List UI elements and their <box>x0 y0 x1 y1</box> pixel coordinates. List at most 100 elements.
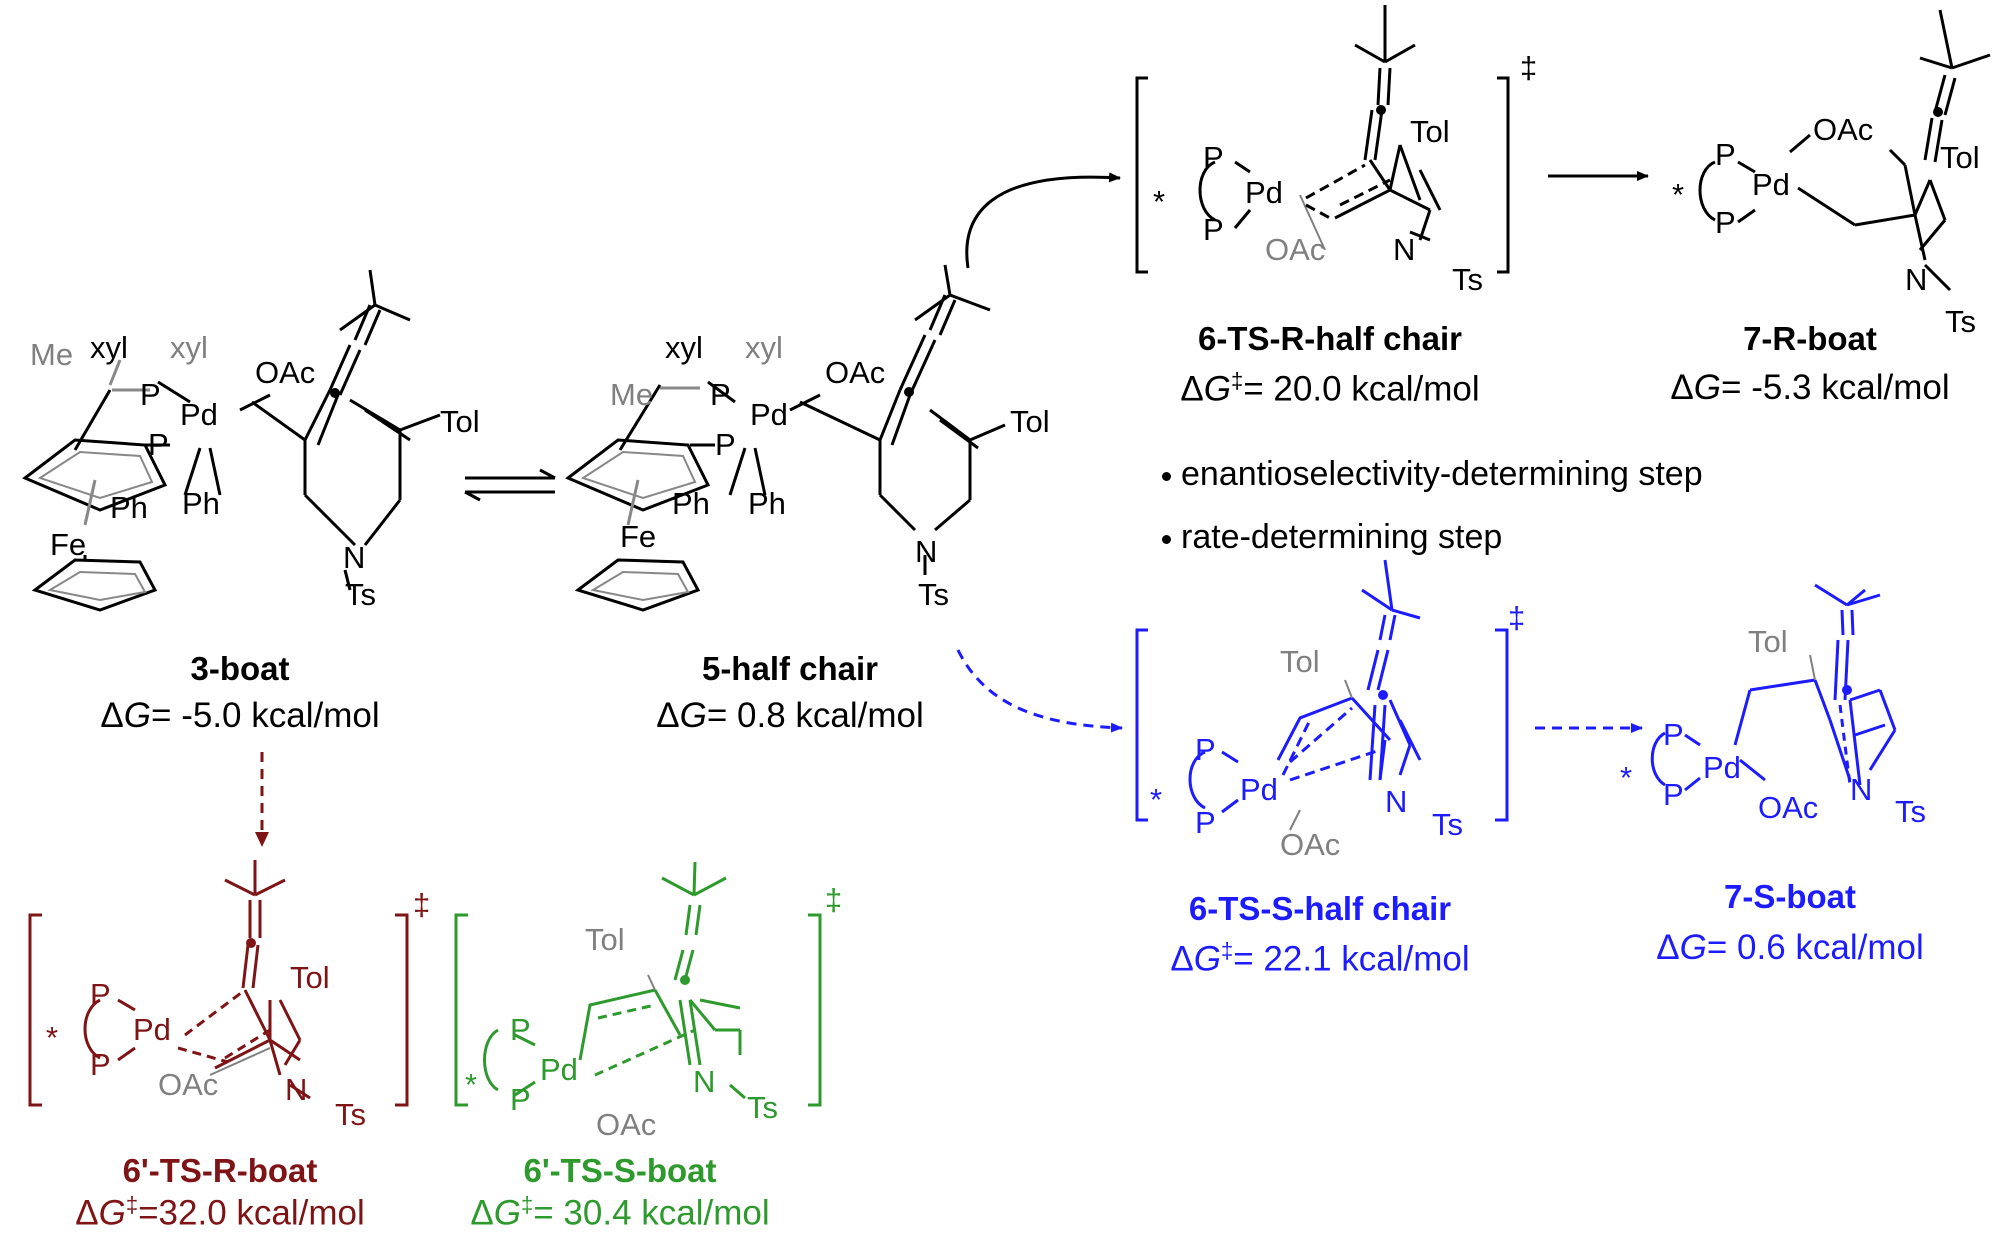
label-star: * <box>1150 782 1162 817</box>
label-n: N <box>1905 262 1927 297</box>
label-pd: Pd <box>1752 167 1790 202</box>
label-p: P <box>715 427 736 462</box>
label-me: Me <box>610 377 653 412</box>
label-ts: Ts <box>918 577 949 612</box>
energy-number: = 20.0 kcal/mol <box>1243 369 1480 409</box>
compound-name: 7-S-boat <box>1724 878 1856 915</box>
delta-symbol: Δ <box>100 696 124 735</box>
label-tol: Tol <box>440 404 480 439</box>
caption-7-s-boat: 7-S-boat ΔG= 0.6 kcal/mol <box>1620 878 1960 968</box>
delta-symbol: Δ <box>1170 939 1194 979</box>
label-n: N <box>343 540 365 575</box>
label-pd: Pd <box>540 1052 578 1087</box>
label-tol: Tol <box>290 960 330 995</box>
label-n: N <box>285 1072 307 1107</box>
label-p: P <box>510 1012 531 1047</box>
note-rate-determining: rate-determining step <box>1162 518 1502 557</box>
delta-symbol: Δ <box>1656 928 1680 967</box>
label-ts: Ts <box>1895 794 1926 829</box>
structure-7-r-boat <box>1698 9 1991 292</box>
label-p: P <box>1195 732 1216 767</box>
note-enantioselectivity: enantioselectivity-determining step <box>1162 455 1703 494</box>
label-oac: OAc <box>1265 232 1325 267</box>
label-star: * <box>46 1020 58 1055</box>
energy-value: ΔG‡= 30.4 kcal/mol <box>460 1192 780 1234</box>
compound-name: 3-boat <box>190 650 290 687</box>
label-ph: Ph <box>110 490 148 525</box>
label-n: N <box>1850 772 1872 807</box>
compound-name: 5-half chair <box>701 650 879 687</box>
curved-arrow-to-6-ts-r <box>965 172 1121 269</box>
label-ts: Ts <box>747 1090 778 1125</box>
label-xyl: xyl <box>90 330 128 365</box>
label-double-dagger: ‡ <box>825 882 842 917</box>
delta-symbol: Δ <box>1180 369 1204 409</box>
label-xyl: xyl <box>745 330 783 365</box>
label-tol: Tol <box>585 922 625 957</box>
note-text: rate-determining step <box>1181 518 1503 556</box>
label-p: P <box>90 977 111 1012</box>
allene-dot <box>1933 107 1943 117</box>
structure-6-ts-s-labels: ‡ Tol * P Pd P OAc N Ts <box>1150 600 1525 862</box>
structure-3-boat <box>22 269 441 612</box>
label-tol: Tol <box>1940 140 1980 175</box>
label-ts: Ts <box>335 1097 366 1132</box>
structure-7-s-boat <box>1650 583 1897 792</box>
double-dagger-symbol: ‡ <box>1221 938 1234 963</box>
label-p: P <box>1663 717 1684 752</box>
allene-dot <box>1842 685 1852 695</box>
caption-6p-ts-r-boat: 6'-TS-R-boat ΔG‡=32.0 kcal/mol <box>60 1152 380 1234</box>
delta-symbol: Δ <box>656 696 680 735</box>
label-oac: OAc <box>1813 112 1873 147</box>
dashed-arrow-to-6-ts-s <box>956 649 1123 733</box>
double-dagger-symbol: ‡ <box>521 1192 534 1217</box>
label-p: P <box>710 377 731 412</box>
label-tol: Tol <box>1748 624 1788 659</box>
label-ts: Ts <box>1945 304 1976 339</box>
caption-6-ts-r-half-chair: 6-TS-R-half chair ΔG‡= 20.0 kcal/mol <box>1160 320 1500 410</box>
g-symbol: G <box>679 696 707 735</box>
label-xyl: xyl <box>170 330 208 365</box>
label-star: * <box>1620 760 1632 795</box>
label-tol: Tol <box>1280 644 1320 679</box>
label-tol: Tol <box>1010 404 1050 439</box>
allene-dot <box>330 388 340 398</box>
g-symbol: G <box>123 696 152 735</box>
label-oac: OAc <box>1280 827 1340 862</box>
allene-dot <box>904 387 914 397</box>
energy-number: = -5.3 kcal/mol <box>1721 368 1950 407</box>
structure-6-ts-s-half-chair <box>1135 559 1509 831</box>
compound-name: 6'-TS-R-boat <box>122 1152 318 1189</box>
energy-value: ΔG= -5.3 kcal/mol <box>1640 368 1980 408</box>
energy-value: ΔG= 0.8 kcal/mol <box>590 696 990 736</box>
label-star: * <box>465 1067 477 1102</box>
allene-dot <box>680 975 690 985</box>
g-symbol: G <box>1193 939 1221 979</box>
g-symbol: G <box>1693 368 1722 407</box>
structure-6p-ts-s-boat <box>454 861 822 1107</box>
delta-symbol: Δ <box>75 1193 99 1233</box>
energy-value: ΔG‡=32.0 kcal/mol <box>60 1192 380 1234</box>
label-ph: Ph <box>748 486 786 521</box>
compound-name: 6-TS-S-half chair <box>1188 890 1452 927</box>
label-oac: OAc <box>158 1067 218 1102</box>
caption-6-ts-s-half-chair: 6-TS-S-half chair ΔG‡= 22.1 kcal/mol <box>1150 890 1490 980</box>
label-pd: Pd <box>750 397 788 432</box>
allene-dot <box>1378 690 1388 700</box>
energy-number: = -5.0 kcal/mol <box>151 696 380 735</box>
compound-name: 6'-TS-S-boat <box>523 1152 717 1189</box>
label-pd: Pd <box>1245 175 1283 210</box>
energy-value: ΔG= 0.6 kcal/mol <box>1620 928 1960 968</box>
caption-6p-ts-s-boat: 6'-TS-S-boat ΔG‡= 30.4 kcal/mol <box>460 1152 780 1234</box>
label-fe: Fe <box>620 519 656 554</box>
bullet-icon <box>1162 534 1171 544</box>
energy-number: = 0.8 kcal/mol <box>706 696 924 735</box>
energy-number: = 0.6 kcal/mol <box>1706 928 1924 967</box>
label-p: P <box>1715 205 1736 240</box>
structure-3-boat-labels: Me xyl xyl P Pd OAc P Ph Ph Fe Tol N Ts <box>30 330 480 612</box>
label-star: * <box>1672 177 1684 212</box>
label-xyl: xyl <box>665 330 703 365</box>
label-ph: Ph <box>672 486 710 521</box>
label-p: P <box>1715 137 1736 172</box>
label-me: Me <box>30 337 73 372</box>
